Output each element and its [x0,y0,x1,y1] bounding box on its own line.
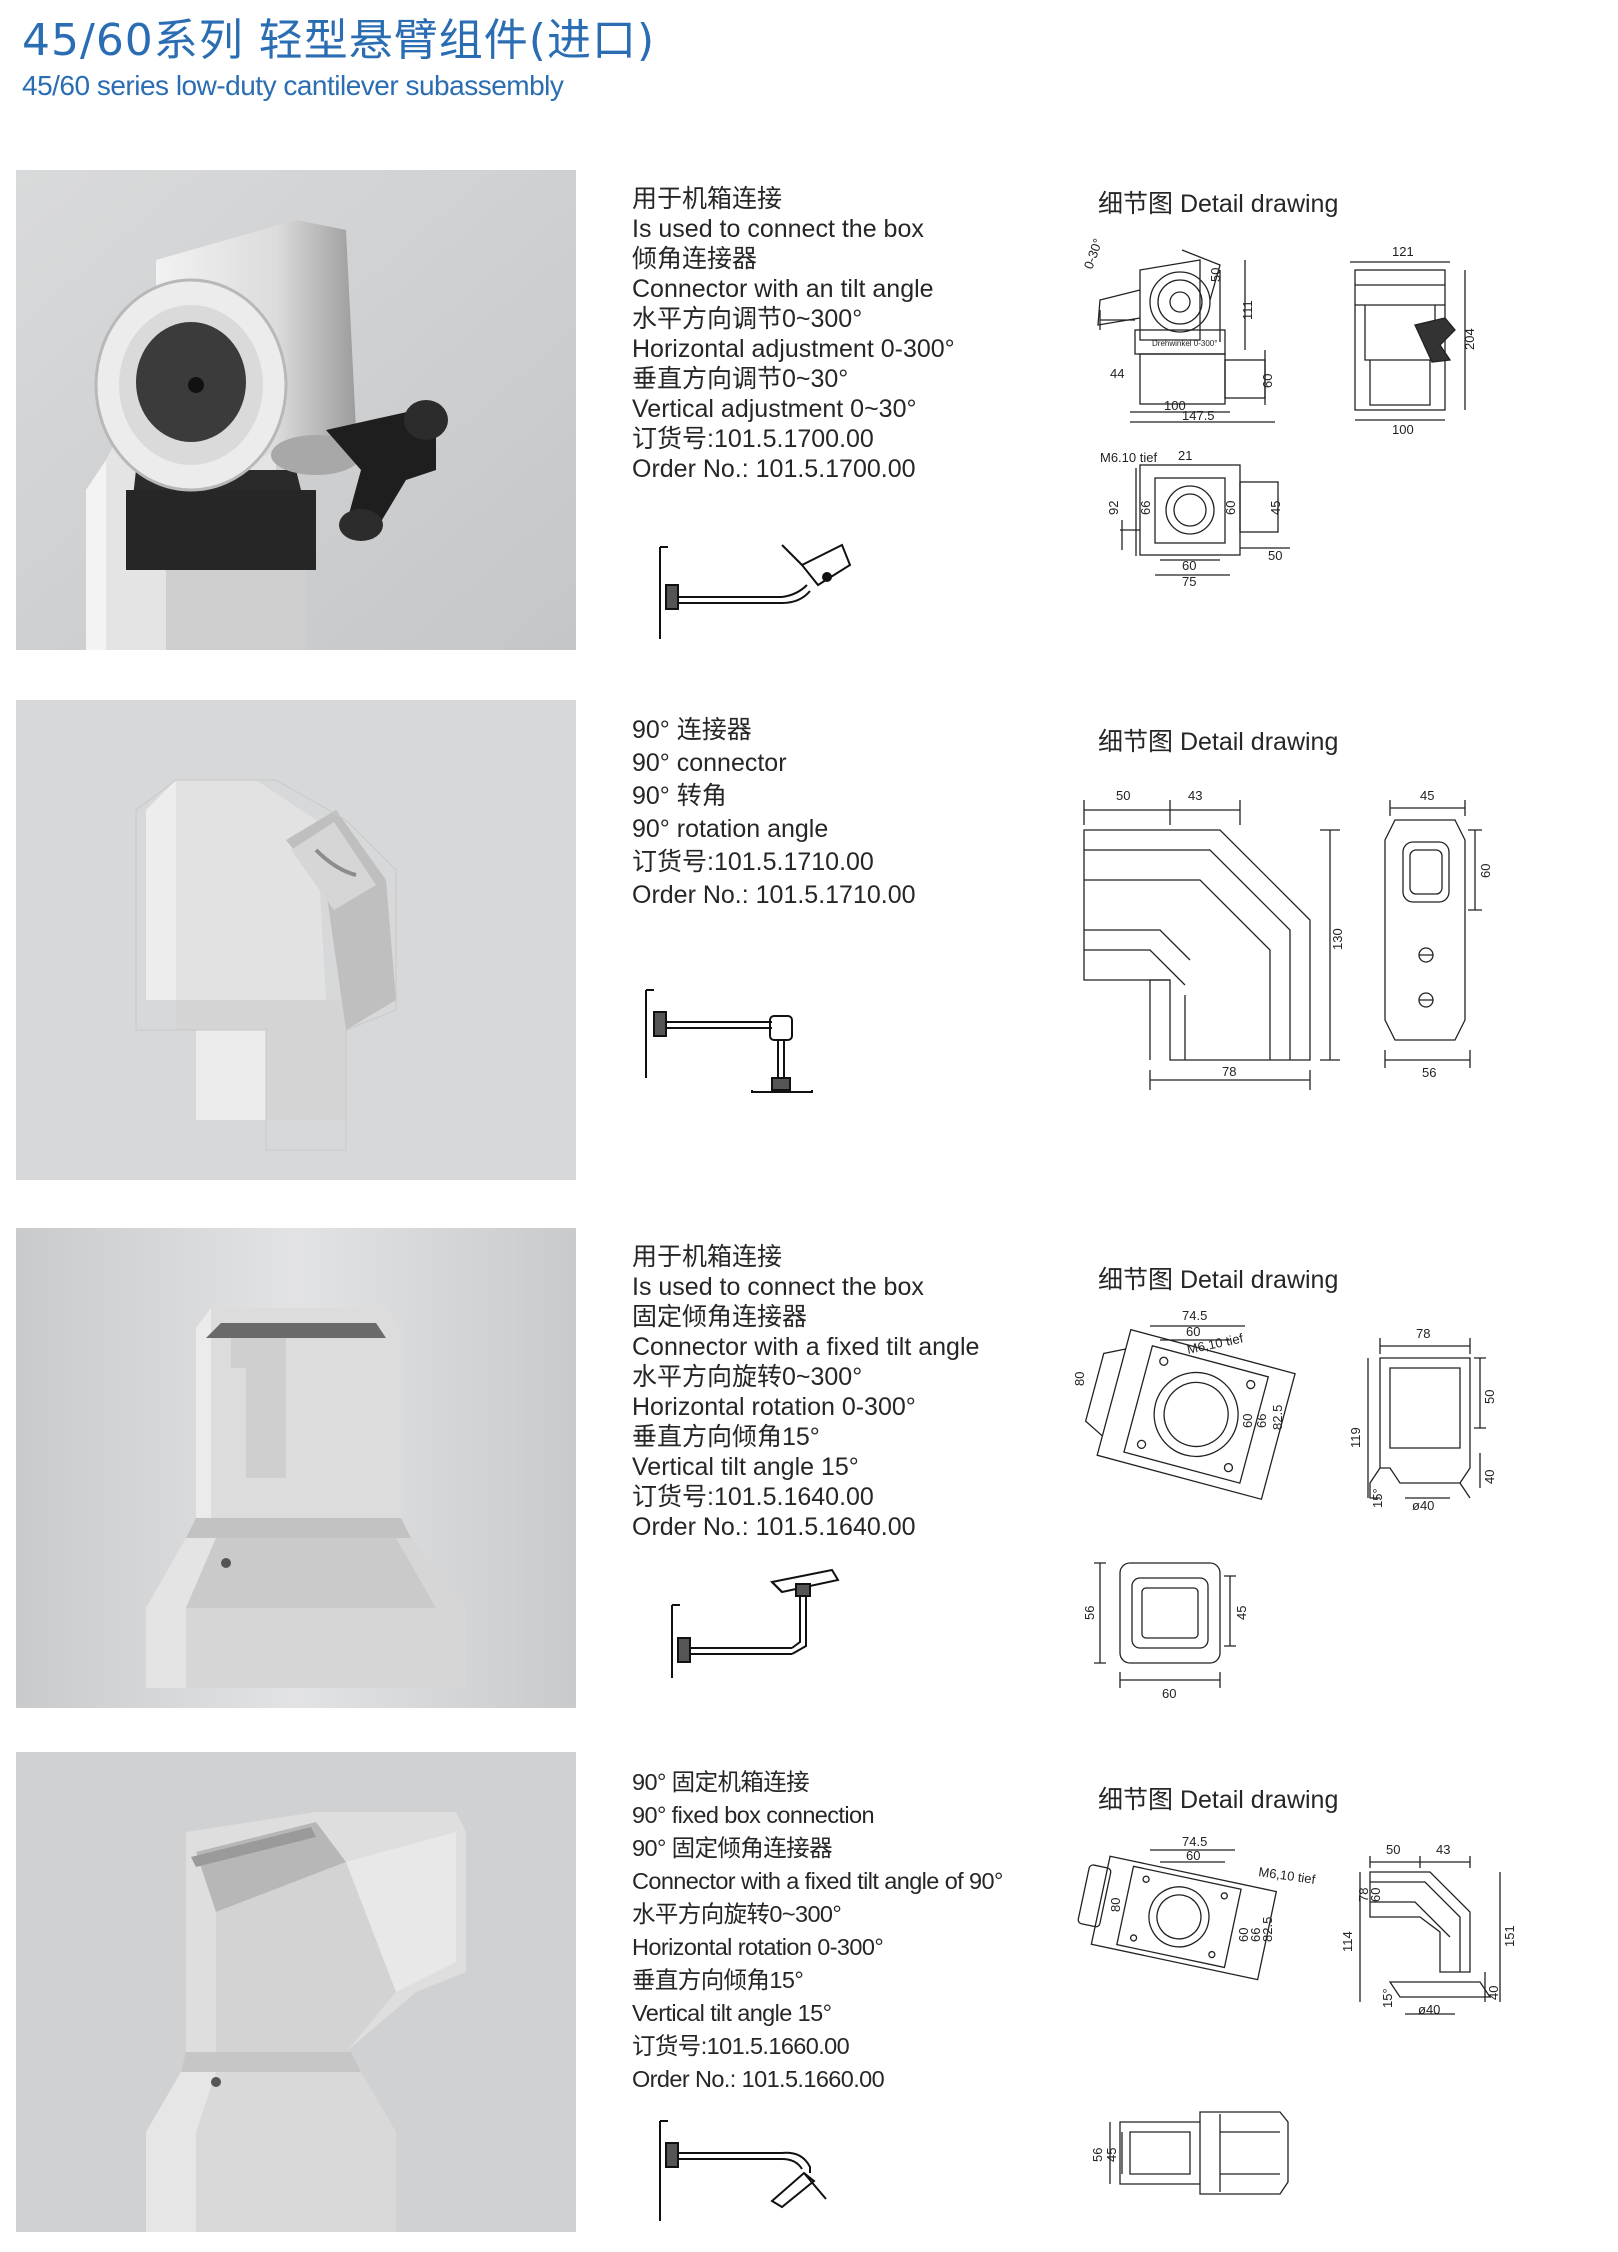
svg-text:80: 80 [1072,1372,1087,1386]
svg-text:60: 60 [1236,1928,1251,1942]
svg-text:60: 60 [1182,558,1196,573]
svg-text:82.5: 82.5 [1260,1917,1275,1942]
svg-text:21: 21 [1178,448,1192,463]
detail-drawing: 74.5 60 M6,10 tief 80 60 66 82.5 50 43 7… [1077,1834,1517,2195]
svg-text:56: 56 [1090,2148,1105,2162]
detail-drawing: 74.5 60 M6,10 tief 80 60 66 82.5 78 50 1… [1072,1308,1497,1701]
svg-text:92: 92 [1106,501,1121,515]
svg-text:119: 119 [1348,1427,1363,1448]
svg-text:56: 56 [1082,1606,1097,1620]
detail-drawing: 0-30° 50 111 44 60 100 147.5 Drehwinkel … [1081,237,1477,589]
svg-text:45: 45 [1104,2148,1119,2162]
svg-text:15°: 15° [1380,1988,1395,2008]
svg-text:151: 151 [1502,1925,1517,1947]
svg-text:121: 121 [1392,244,1414,259]
svg-text:82.5: 82.5 [1270,1405,1285,1430]
product-photo-90-connector [16,700,576,1180]
svg-text:45: 45 [1420,788,1434,803]
svg-text:40: 40 [1482,1470,1497,1484]
svg-text:111: 111 [1240,300,1255,320]
svg-text:78: 78 [1416,1326,1430,1341]
product-photo-fixed-tilt-connector [16,1228,576,1708]
svg-text:60: 60 [1186,1848,1200,1863]
svg-text:43: 43 [1436,1842,1450,1857]
svg-text:60: 60 [1162,1686,1176,1701]
svg-text:45: 45 [1234,1606,1249,1620]
svg-text:78: 78 [1356,1888,1371,1902]
svg-text:45: 45 [1268,501,1283,515]
svg-text:204: 204 [1462,328,1477,350]
svg-text:60: 60 [1260,374,1275,388]
mounting-sketch [671,1568,840,1678]
svg-text:ø40: ø40 [1418,2002,1440,2017]
detail-drawing-title: 细节图 Detail drawing [1098,190,1339,218]
svg-text:66: 66 [1138,501,1153,515]
svg-text:40: 40 [1486,1986,1501,2000]
svg-text:M6.10 tief: M6.10 tief [1100,450,1157,465]
product-photo-tilt-connector [16,170,576,650]
svg-text:ø40: ø40 [1412,1498,1434,1513]
detail-drawing-title: 细节图 Detail drawing [1098,1786,1339,1814]
detail-drawing-title: 细节图 Detail drawing [1098,1266,1339,1294]
svg-text:60: 60 [1223,501,1238,515]
svg-text:75: 75 [1182,574,1196,589]
svg-text:100: 100 [1164,398,1186,413]
svg-text:50: 50 [1268,548,1282,563]
svg-text:0-30°: 0-30° [1081,237,1106,271]
svg-text:147.5: 147.5 [1182,408,1215,423]
svg-text:60: 60 [1368,1888,1383,1902]
svg-text:50: 50 [1208,268,1223,282]
svg-text:50: 50 [1482,1390,1497,1404]
svg-text:60: 60 [1240,1414,1255,1428]
svg-text:44: 44 [1110,366,1124,381]
detail-drawing: 50 43 130 78 45 60 56 [1083,788,1493,1090]
mounting-sketch [659,2120,827,2221]
detail-drawing-title: 细节图 Detail drawing [1098,728,1339,756]
svg-text:50: 50 [1116,788,1130,803]
product-photo-90-fixed-box-connection [16,1752,576,2232]
svg-text:43: 43 [1188,788,1202,803]
page-title-cn: 45/60系列 轻型悬臂组件(进口) [22,15,656,66]
svg-text:66: 66 [1254,1414,1269,1428]
svg-text:66: 66 [1248,1928,1263,1942]
mounting-sketch [645,989,813,1093]
svg-text:50: 50 [1386,1842,1400,1857]
svg-text:60: 60 [1478,864,1493,878]
svg-text:Drehwinkel 0-300°: Drehwinkel 0-300° [1152,339,1217,348]
svg-text:M6,10 tief: M6,10 tief [1258,1864,1317,1887]
svg-text:78: 78 [1222,1064,1236,1079]
svg-text:74.5: 74.5 [1182,1308,1207,1323]
svg-text:56: 56 [1422,1065,1436,1080]
svg-text:60: 60 [1186,1324,1200,1339]
svg-text:74.5: 74.5 [1182,1834,1207,1849]
page-title-en: 45/60 series low-duty cantilever subasse… [22,70,564,101]
svg-text:15°: 15° [1370,1488,1385,1508]
svg-text:130: 130 [1330,928,1345,950]
svg-text:100: 100 [1392,422,1414,437]
svg-text:80: 80 [1108,1898,1123,1912]
svg-text:114: 114 [1340,1931,1355,1952]
mounting-sketch [659,543,852,639]
